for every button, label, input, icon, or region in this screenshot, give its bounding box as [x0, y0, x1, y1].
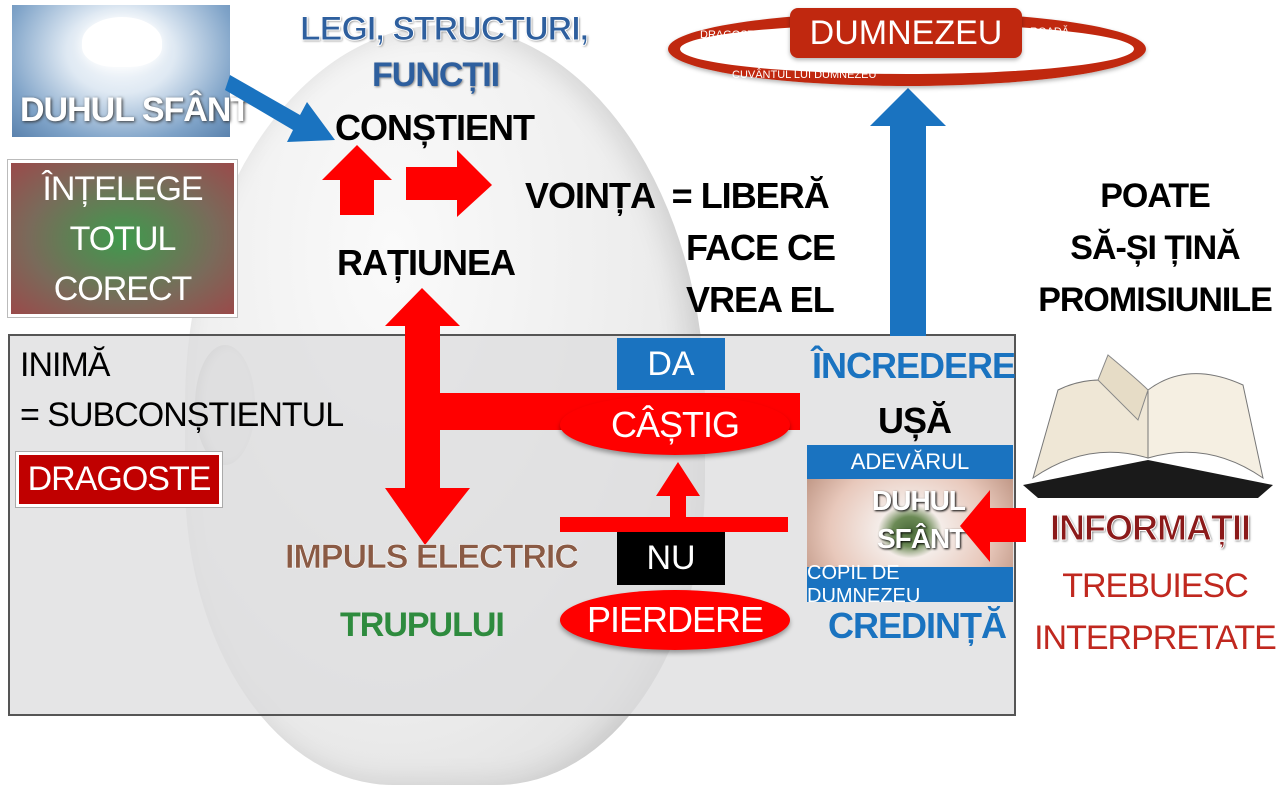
gain-ellipse: CÂȘTIG	[560, 395, 790, 455]
blue-arrow-to-conscious	[225, 75, 335, 142]
laws-text: LEGI, STRUCTURI,	[299, 10, 589, 48]
faith-label: CREDINȚĂ	[828, 605, 1007, 646]
dove-image: DUHUL SFÂNT	[12, 5, 251, 137]
will-line2: FACE CE	[686, 227, 836, 268]
conscious-label: CONȘTIENT	[335, 107, 535, 148]
god-box: DUMNEZEU	[790, 8, 1022, 58]
bible-book-icon	[1023, 354, 1273, 498]
eye-panel: ADEVĂRUL DUHUL SFÂNT COPIL DE DUMNEZEU	[807, 445, 1013, 607]
info-label: INFORMAȚII	[1050, 507, 1252, 548]
subconscious-label: = SUBCONȘTIENTUL	[20, 396, 344, 434]
fruit-ring-label: ROADĂ	[1030, 26, 1070, 38]
love-box: DRAGOSTE	[15, 451, 223, 508]
red-arrows-reason	[322, 145, 492, 217]
dove-label: DUHUL SFÂNT	[20, 91, 251, 129]
promise-line: SĂ-ȘI ȚINĂ	[1070, 229, 1240, 267]
dove-icon	[82, 17, 162, 67]
red-arrow-left-info	[960, 490, 1026, 562]
promise-text: POATE SĂ-ȘI ȚINĂ PROMISIUNILE	[1030, 170, 1280, 326]
impulse-label: IMPULS ELECTRIC	[285, 538, 579, 576]
holy-spirit-label: DUHUL	[872, 485, 966, 516]
word-ring-label: CUVÂNTUL LUI DUMNEZEU	[732, 69, 877, 81]
child-of-god-label: COPIL DE DUMNEZEU	[807, 562, 1013, 607]
body-label: TRUPULUI	[340, 606, 505, 644]
reason-label: RAȚIUNEA	[337, 242, 516, 283]
trust-label: ÎNCREDERE	[812, 345, 1016, 386]
info-line: TREBUIESC	[1062, 567, 1249, 605]
understand-line: CORECT	[53, 269, 193, 308]
laws-text: FUNCȚII	[372, 56, 500, 94]
loss-ellipse: PIERDERE	[560, 590, 790, 650]
understand-box: ÎNȚELEGE TOTUL CORECT	[7, 159, 238, 318]
promise-line: POATE	[1100, 177, 1211, 215]
blue-arrow-up-god	[870, 88, 946, 336]
door-label: UȘĂ	[878, 400, 952, 441]
red-arrow-up-gain	[560, 462, 788, 532]
info-text: TREBUIESC INTERPRETATE	[1030, 560, 1280, 664]
info-line: INTERPRETATE	[1034, 619, 1277, 657]
yes-box: DA	[617, 338, 725, 390]
heart-label: INIMĂ	[20, 346, 110, 384]
understand-line: TOTUL	[69, 219, 177, 258]
will-line3: VREA EL	[686, 279, 835, 320]
holy-spirit-label: SFÂNT	[877, 523, 966, 554]
will-label: VOINȚA = LIBERĂ	[525, 175, 830, 216]
love-ring-label: DRAGOSTEA	[700, 29, 770, 41]
truth-label: ADEVĂRUL	[807, 445, 1013, 479]
no-box: NU	[617, 532, 725, 585]
understand-line: ÎNȚELEGE	[42, 169, 203, 208]
promise-line: PROMISIUNILE	[1038, 281, 1273, 319]
